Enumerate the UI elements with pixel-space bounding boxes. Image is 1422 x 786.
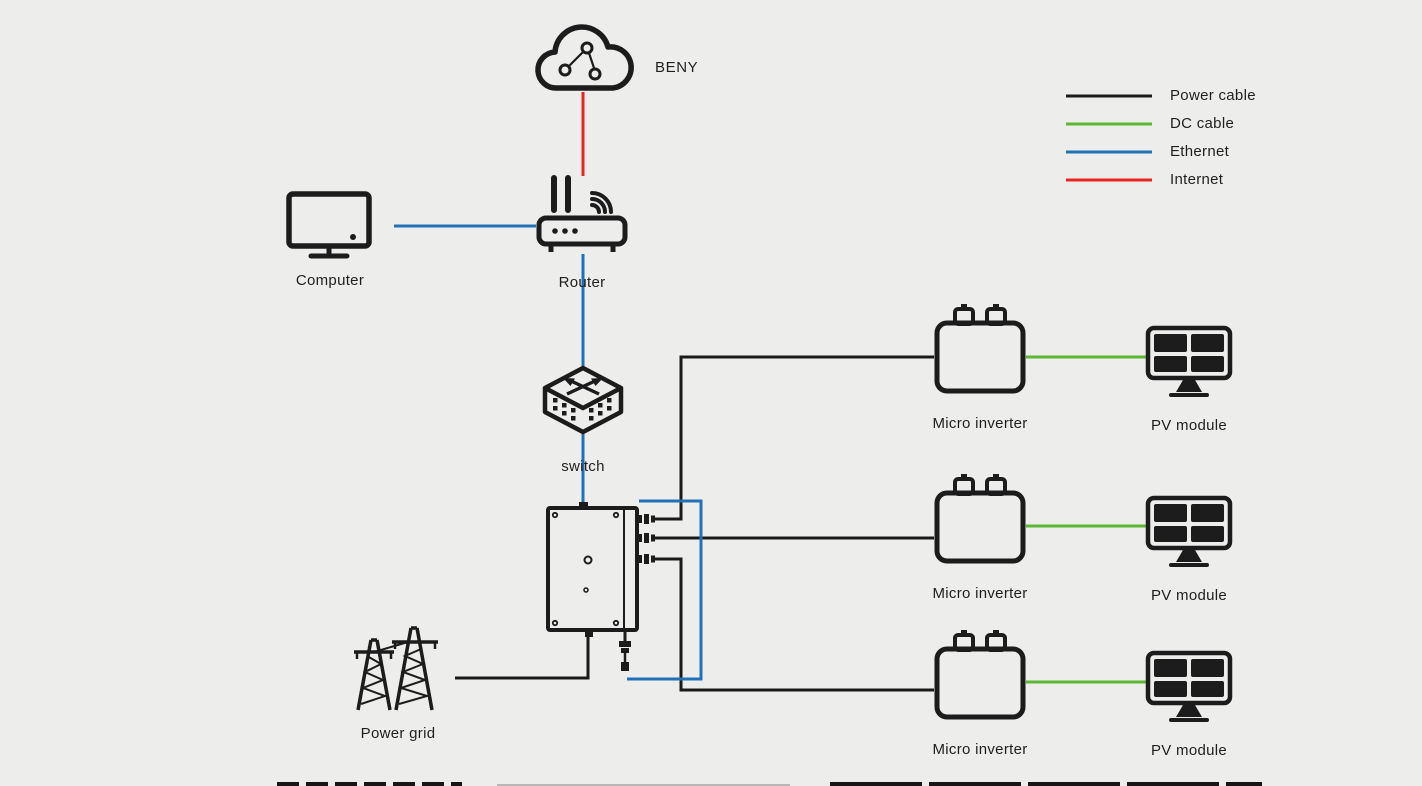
computer-monitor-icon bbox=[286, 191, 372, 259]
computer-label: Computer bbox=[295, 272, 365, 289]
legend: Power cable DC cable Ethernet Internet bbox=[1066, 86, 1256, 189]
solar-panel-icon bbox=[1145, 495, 1233, 567]
node-beny-cloud bbox=[525, 18, 641, 98]
legend-item-power-cable: Power cable bbox=[1066, 86, 1256, 105]
pv-module-label: PV module bbox=[1150, 417, 1228, 434]
node-computer: Computer bbox=[285, 190, 375, 289]
switch-label: switch bbox=[561, 458, 605, 475]
node-pv-module-2: PV module bbox=[1145, 495, 1233, 604]
micro-inverter-label: Micro inverter bbox=[932, 741, 1028, 758]
transmission-tower-icon bbox=[354, 626, 438, 711]
cloud-label: BENY bbox=[655, 59, 699, 76]
solar-panel-icon bbox=[1145, 325, 1233, 397]
legend-item-ethernet: Ethernet bbox=[1066, 142, 1256, 161]
power-cable-swatch-icon bbox=[1066, 94, 1152, 97]
micro-inverter-label: Micro inverter bbox=[932, 585, 1028, 602]
dc-cable-swatch-icon bbox=[1066, 122, 1152, 125]
wire-power-inverter1-gateway bbox=[655, 355, 934, 521]
node-power-grid: Power grid bbox=[348, 622, 448, 742]
node-router: Router bbox=[534, 170, 630, 291]
ethernet-swatch-icon bbox=[1066, 150, 1152, 153]
page-bottom-crop-right bbox=[830, 782, 1262, 786]
node-switch: switch bbox=[537, 358, 629, 475]
pv-module-label: PV module bbox=[1150, 587, 1228, 604]
node-micro-inverter-2: Micro inverter bbox=[932, 473, 1028, 602]
node-combiner-box bbox=[545, 498, 665, 676]
micro-inverter-icon bbox=[934, 304, 1026, 394]
dc-connector-ports bbox=[585, 514, 655, 637]
node-pv-module-1: PV module bbox=[1145, 325, 1233, 434]
legend-label: Internet bbox=[1170, 171, 1224, 188]
legend-label: Ethernet bbox=[1170, 143, 1230, 160]
cloud-network-icon bbox=[535, 24, 634, 91]
pv-module-label: PV module bbox=[1150, 742, 1228, 759]
micro-inverter-icon bbox=[934, 630, 1026, 720]
wire-power-grid-gateway bbox=[455, 635, 590, 680]
combiner-box-icon bbox=[546, 502, 655, 671]
page-bottom-crop-middle bbox=[497, 784, 790, 786]
node-micro-inverter-3: Micro inverter bbox=[932, 629, 1028, 758]
legend-item-dc-cable: DC cable bbox=[1066, 114, 1256, 133]
hanging-connector bbox=[619, 641, 631, 653]
power-grid-label: Power grid bbox=[360, 725, 436, 742]
router-icon bbox=[536, 175, 628, 252]
internet-swatch-icon bbox=[1066, 178, 1152, 181]
wire-ethernet-gateway-loop bbox=[627, 499, 703, 681]
node-pv-module-3: PV module bbox=[1145, 650, 1233, 759]
page-bottom-crop-left bbox=[277, 782, 462, 786]
legend-label: Power cable bbox=[1170, 87, 1256, 104]
router-label: Router bbox=[558, 274, 606, 291]
wire-power-inverter3-gateway bbox=[655, 557, 934, 692]
micro-inverter-icon bbox=[934, 474, 1026, 564]
node-micro-inverter-1: Micro inverter bbox=[932, 303, 1028, 432]
network-switch-icon bbox=[542, 365, 624, 435]
micro-inverter-label: Micro inverter bbox=[932, 415, 1028, 432]
solar-panel-icon bbox=[1145, 650, 1233, 722]
legend-item-internet: Internet bbox=[1066, 170, 1256, 189]
legend-label: DC cable bbox=[1170, 115, 1235, 132]
